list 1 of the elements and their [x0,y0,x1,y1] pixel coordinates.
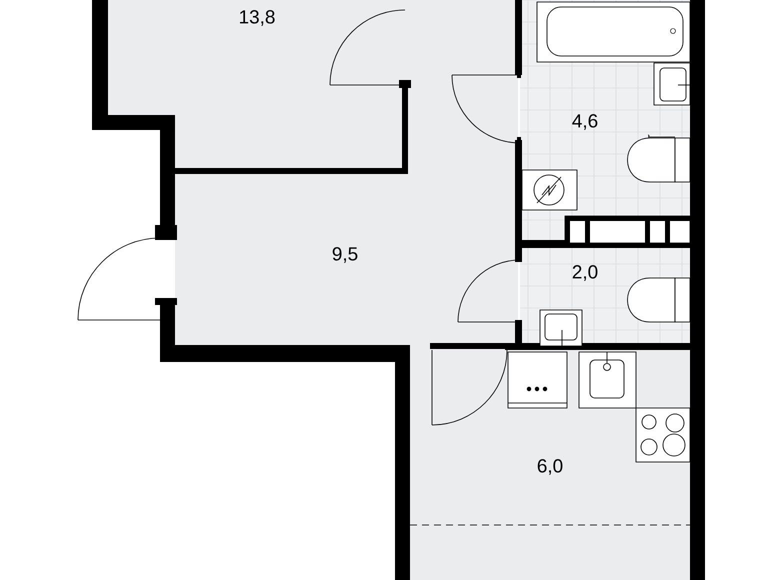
room: 13,8 [108,0,405,170]
